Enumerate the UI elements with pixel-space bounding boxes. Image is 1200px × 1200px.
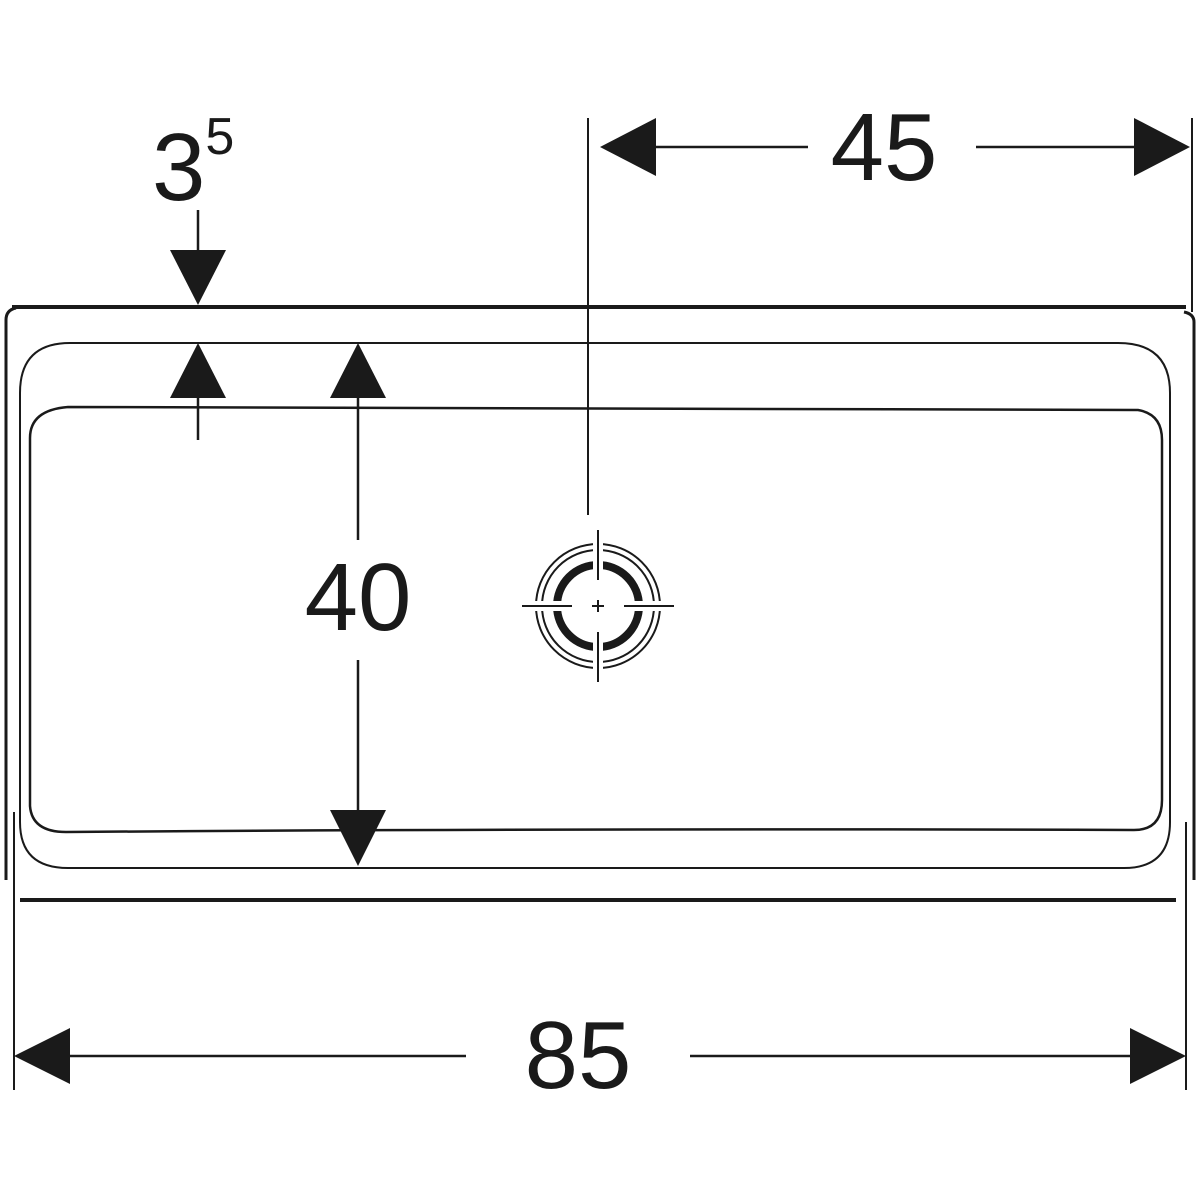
dimension-rim-depth-main: 3 bbox=[152, 114, 205, 221]
dimension-rim-depth: 35 bbox=[152, 108, 234, 440]
dimension-drain-offset: 45 bbox=[600, 94, 1190, 201]
basin-outline bbox=[4, 305, 1196, 902]
dimension-inner-depth-label: 40 bbox=[305, 544, 412, 651]
bowl-inner-edge bbox=[28, 405, 1164, 834]
arrow-right-icon bbox=[1134, 118, 1190, 176]
dimension-rim-depth-superscript: 5 bbox=[205, 108, 234, 166]
dimension-inner-depth: 40 bbox=[305, 343, 412, 866]
arrow-down-icon bbox=[170, 250, 226, 305]
arrow-up-icon bbox=[330, 343, 386, 398]
bowl-rim bbox=[19, 342, 1171, 869]
drain bbox=[522, 530, 674, 682]
arrow-left-icon bbox=[600, 118, 656, 176]
arrow-right-icon bbox=[1130, 1028, 1186, 1084]
dimension-drain-offset-label: 45 bbox=[831, 94, 938, 201]
arrow-down-icon bbox=[330, 810, 386, 866]
dimension-overall-width-label: 85 bbox=[525, 1002, 632, 1109]
arrow-up-icon bbox=[170, 343, 226, 398]
extension-lines bbox=[13, 118, 1193, 1090]
dimension-rim-depth-label: 35 bbox=[152, 108, 234, 221]
dimension-overall-width: 85 bbox=[14, 1002, 1186, 1109]
arrow-left-icon bbox=[14, 1028, 70, 1084]
